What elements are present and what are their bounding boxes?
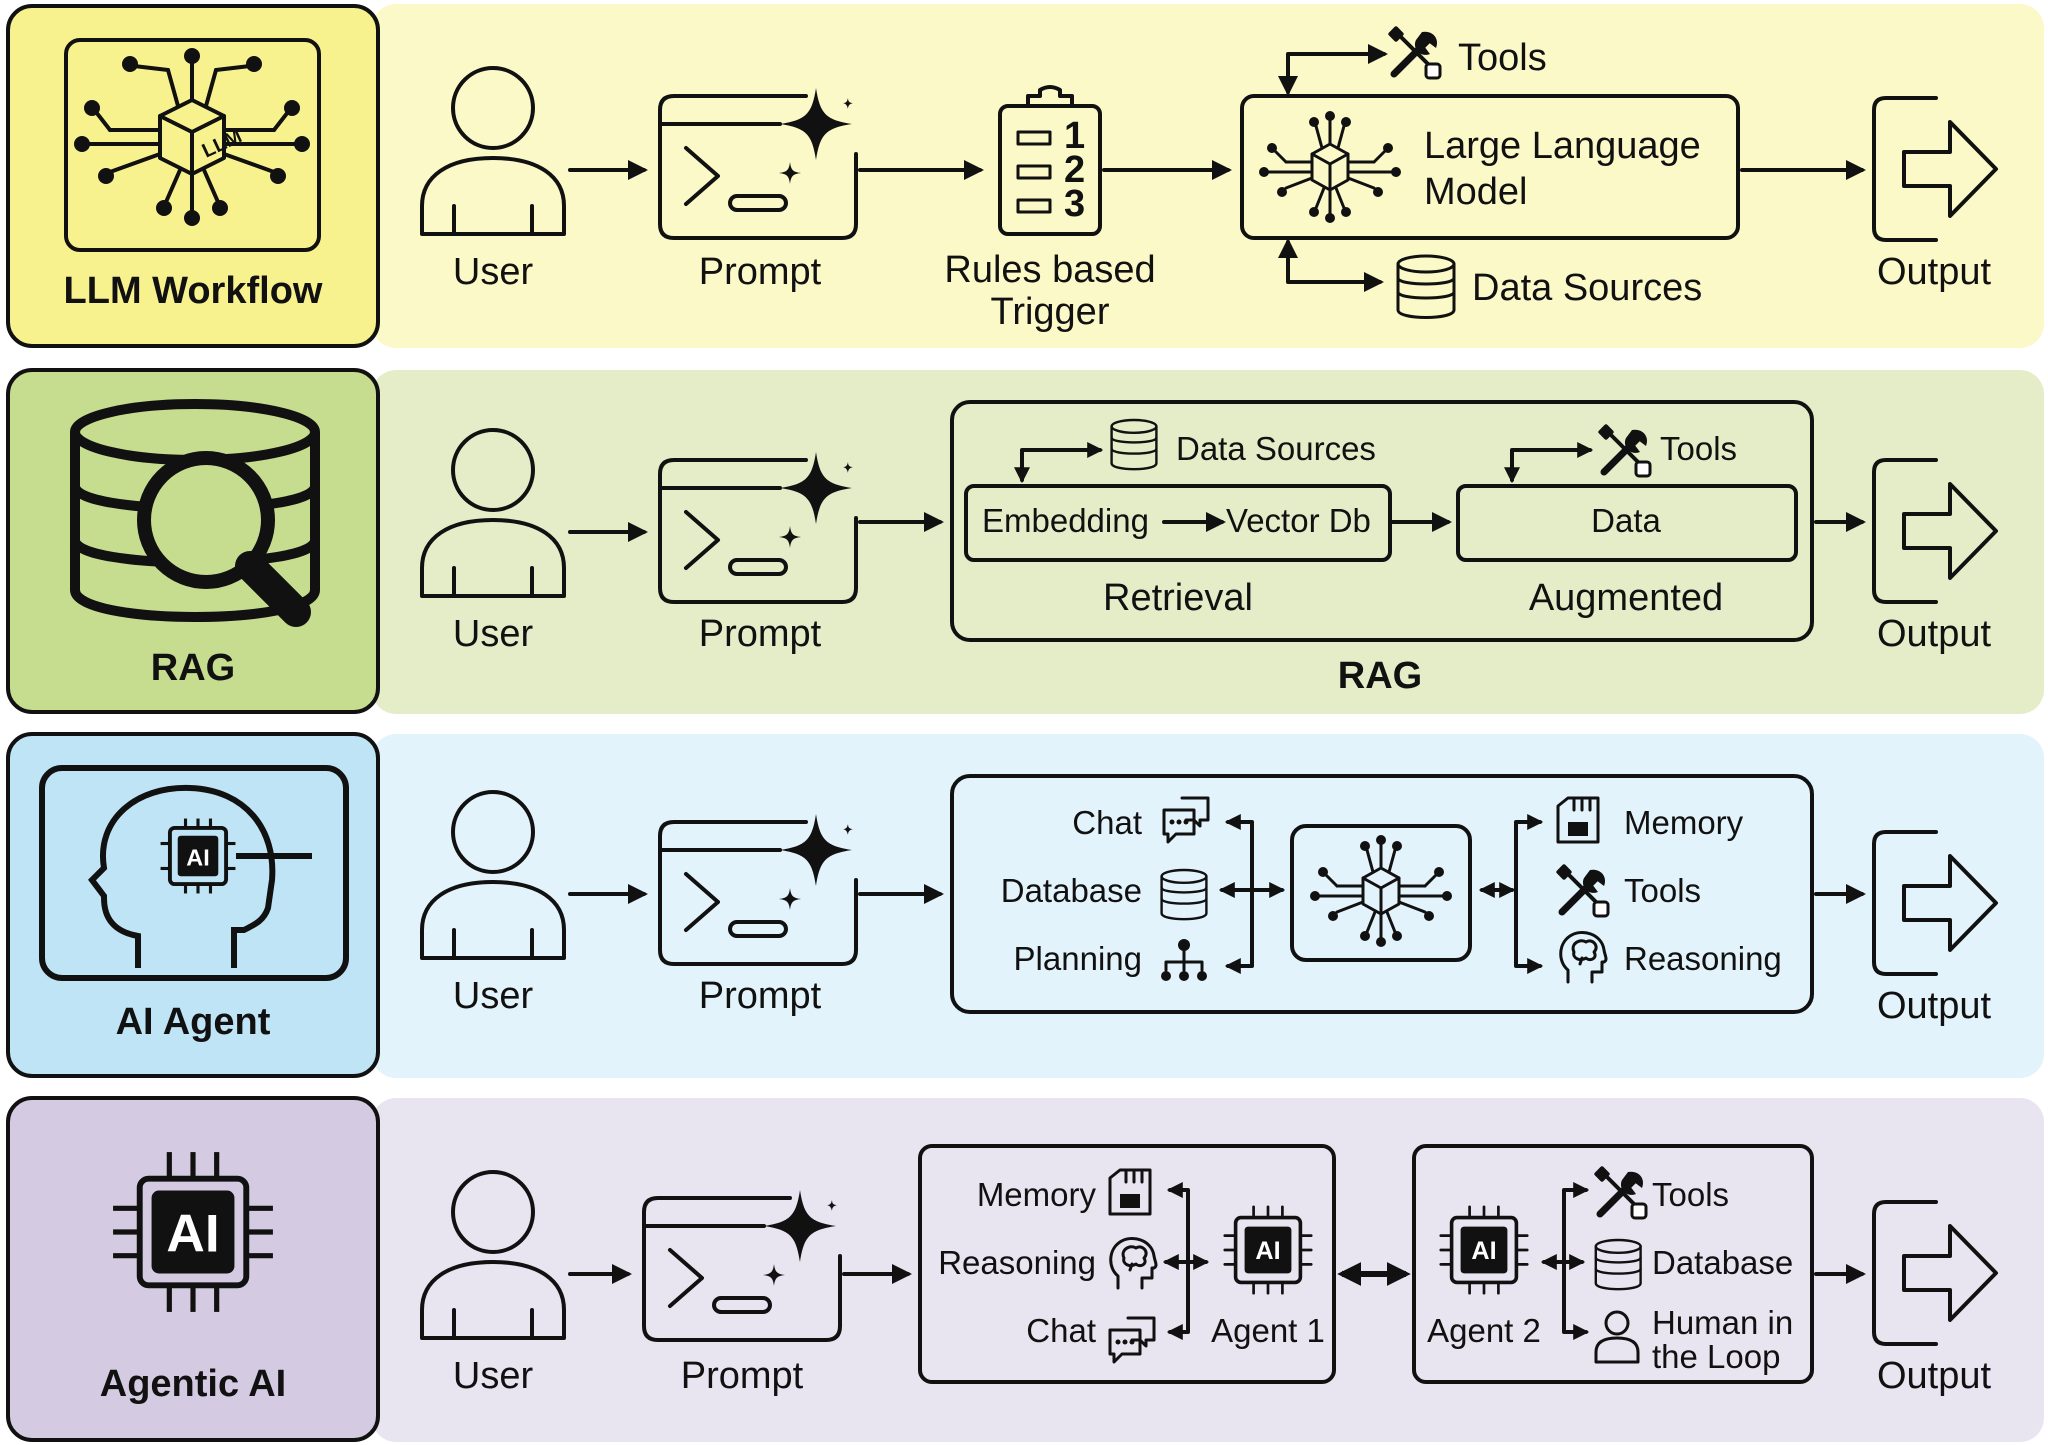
agent-box [950,774,1814,1014]
retrieval-box [964,484,1392,562]
chat-label: Chat [1026,1312,1096,1349]
output-label: Output [1877,613,1992,655]
reasoning-label: Reasoning [938,1244,1096,1281]
human-label: the Loop [1652,1338,1780,1375]
trigger-item: 1 [1064,115,1085,157]
user-label: User [453,975,534,1017]
arrow [1278,238,1384,292]
trigger-item: 2 [1064,149,1085,191]
arrow [1278,44,1388,96]
reasoning-label: Reasoning [1624,940,1782,977]
ai-head-icon: AI [39,765,349,981]
ai-chip-icon: AI [113,1152,273,1312]
row-background [372,370,2044,714]
row-llm-workflow: LLM [6,4,2044,348]
llm-box [1240,94,1740,240]
output-label: Output [1877,251,1992,293]
chat-label: Chat [1072,804,1142,841]
arrow [1504,442,1594,484]
clipboard-icon: 1 2 3 [998,85,1102,236]
rag-group-label: RAG [1338,655,1422,697]
row-title: LLM Workflow [64,270,323,312]
retrieval-label: Retrieval [1103,577,1253,619]
row-background [372,4,2044,348]
prompt-label: Prompt [699,613,822,655]
title-panel [6,732,380,1078]
data-sources-label: Data Sources [1472,267,1702,309]
agent1-chip-icon: AI [1223,1205,1313,1295]
data-sources-label: Data Sources [1176,430,1376,467]
user-label: User [453,1355,534,1397]
user-label: User [453,613,534,655]
agent1-box [918,1144,1336,1384]
trigger-label: Rules based [944,249,1155,291]
augmented-box [1456,484,1798,562]
prompt-label: Prompt [681,1355,804,1397]
output-label: Output [1877,1355,1992,1397]
arrow [1014,442,1104,484]
row-ai-agent: AI AI Agent User Prompt Chat Database Pl… [6,732,2044,1078]
memory-label: Memory [977,1176,1097,1213]
output-label: Output [1877,985,1992,1027]
tools-label: Tools [1660,430,1737,467]
tools-label: Tools [1624,872,1701,909]
chip-label: AI [186,844,209,870]
agent2-label: Agent 2 [1427,1312,1541,1349]
row-background [372,734,2044,1078]
user-label: User [453,251,534,293]
database-label: Database [1652,1244,1793,1281]
database-label: Database [1001,872,1142,909]
row-agentic-ai: AI Agentic AI User Prompt Memory Reasoni… [6,1096,2044,1442]
model-label: Large Language [1424,125,1701,167]
augmented-label: Augmented [1529,577,1723,619]
chip-label: AI [166,1204,219,1263]
bracket-arrow [1562,1182,1590,1340]
row-title: Agentic AI [100,1363,287,1405]
agent2-box [1412,1144,1814,1384]
prompt-label: Prompt [699,251,822,293]
agent2-chip-icon: AI [1439,1205,1529,1295]
embedding-label: Embedding [982,502,1149,539]
database-search-icon [70,399,320,627]
model-label: Model [1424,171,1528,213]
rag-group-box [950,400,1814,642]
human-label: Human in [1652,1304,1793,1341]
prompt-label: Prompt [699,975,822,1017]
vector-db-label: Vector Db [1226,502,1371,539]
memory-label: Memory [1624,804,1744,841]
tools-label: Tools [1652,1176,1729,1213]
bracket-arrow [1514,814,1544,974]
planning-label: Planning [1014,940,1142,977]
trigger-label: Trigger [991,291,1110,333]
row-rag: RAG User Prompt Embedding Vector Db Data… [6,368,2044,714]
row-title: AI Agent [116,1001,271,1043]
chip-label: AI [1471,1237,1496,1265]
trigger-item: 3 [1064,183,1085,225]
agent1-label: Agent 1 [1211,1312,1325,1349]
data-label: Data [1591,502,1661,539]
chip-label: AI [1255,1237,1280,1265]
row-title: RAG [151,647,235,689]
llm-core-box [1290,824,1472,962]
tools-label: Tools [1458,37,1547,79]
